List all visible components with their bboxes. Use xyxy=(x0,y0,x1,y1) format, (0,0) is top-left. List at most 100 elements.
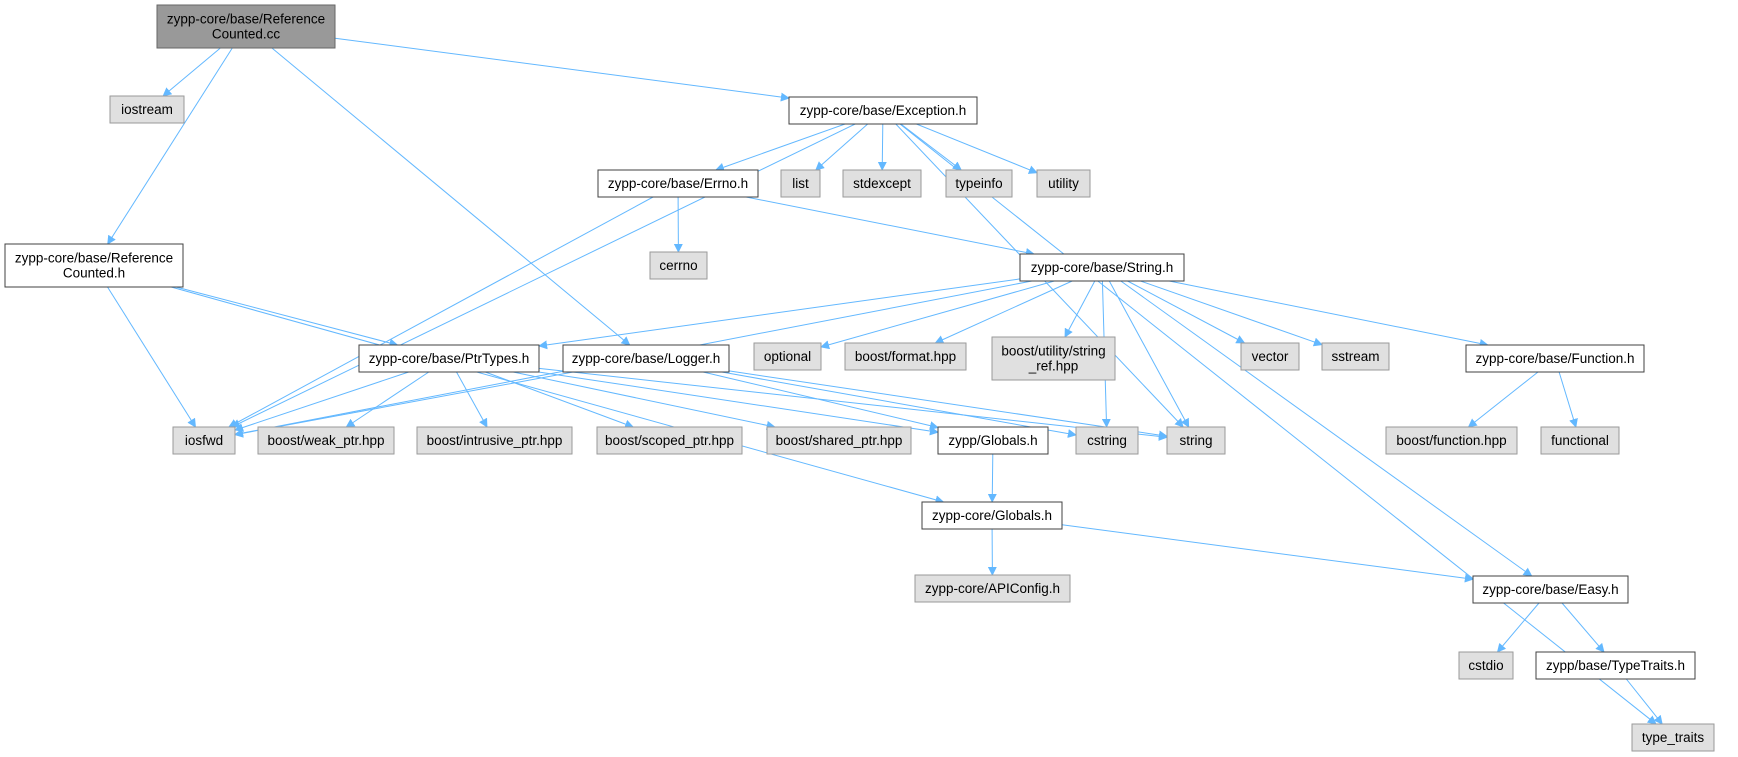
node-label: functional xyxy=(1551,433,1609,448)
edge-string_h-to-boost_format xyxy=(934,280,1073,344)
node-boost-string-ref: boost/utility/string_ref.hpp xyxy=(991,336,1116,381)
node-list: list xyxy=(780,169,821,198)
node-cstdio: cstdio xyxy=(1458,651,1514,680)
edge-ptrtypes_h-to-boost_scoped_ptr xyxy=(485,371,635,429)
edge-errno_h-to-string_h xyxy=(746,196,1035,257)
edge-string_h-to-boost_string_ref xyxy=(1064,280,1096,338)
node-iostream: iostream xyxy=(109,95,185,124)
node-label: optional xyxy=(764,349,811,364)
node-label: list xyxy=(792,176,809,191)
edge-exception_h-to-list xyxy=(815,123,869,171)
node-label: boost/scoped_ptr.hpp xyxy=(605,433,734,448)
edge-ptrtypes_h-to-boost_shared_ptr xyxy=(513,371,776,430)
edge-function_h-to-functional xyxy=(1558,371,1578,428)
node-function-h[interactable]: zypp-core/base/Function.h xyxy=(1465,344,1645,373)
node-box xyxy=(1385,426,1518,455)
edge-ptrtypes_h-to-boost_weak_ptr xyxy=(345,371,430,428)
edge-refcounted_cc-to-iostream xyxy=(162,47,221,97)
node-box xyxy=(1535,651,1696,680)
node-box xyxy=(1540,426,1620,455)
node-label: typeinfo xyxy=(955,176,1002,191)
node-label: zypp-core/base/Exception.h xyxy=(800,103,967,118)
node-label: zypp-core/base/Errno.h xyxy=(608,176,748,191)
node-label: zypp-core/base/String.h xyxy=(1031,260,1174,275)
node-label: stdexcept xyxy=(853,176,911,191)
edge-ptrtypes_h-to-string xyxy=(538,367,1168,441)
node-logger-h[interactable]: zypp-core/base/Logger.h xyxy=(562,344,730,373)
edge-string_h-to-function_h xyxy=(1169,280,1489,348)
node-box xyxy=(562,344,730,373)
edge-ptrtypes_h-to-zypp_globals_h xyxy=(538,371,939,436)
edge-exception_h-to-typeinfo xyxy=(900,123,962,171)
edge-logger_h-to-cstring xyxy=(721,371,1077,439)
node-box xyxy=(921,501,1063,530)
node-box xyxy=(937,426,1049,455)
node-cerrno: cerrno xyxy=(649,251,708,280)
node-box xyxy=(1240,342,1300,371)
node-vector: vector xyxy=(1240,342,1300,371)
node-box xyxy=(766,426,912,455)
node-zypp-globals-h[interactable]: zypp/Globals.h xyxy=(937,426,1049,455)
node-label: boost/format.hpp xyxy=(855,349,956,364)
node-string-h[interactable]: zypp-core/base/String.h xyxy=(1019,253,1185,282)
node-box xyxy=(257,426,395,455)
node-exception-h[interactable]: zypp-core/base/Exception.h xyxy=(788,96,978,125)
edge-refcounted_h-to-iosfwd xyxy=(107,286,196,428)
node-box xyxy=(1036,169,1091,198)
node-box xyxy=(109,95,185,124)
edge-easy_h-to-typetraits_h xyxy=(1561,602,1605,653)
node-label: Counted.cc xyxy=(212,27,281,42)
node-label: boost/weak_ptr.hpp xyxy=(267,433,384,448)
node-errno-h[interactable]: zypp-core/base/Errno.h xyxy=(597,169,759,198)
node-label: zypp-core/base/Logger.h xyxy=(572,351,721,366)
node-box xyxy=(1465,344,1645,373)
node-typetraits-h[interactable]: zypp/base/TypeTraits.h xyxy=(1535,651,1696,680)
node-box xyxy=(844,342,967,371)
node-box xyxy=(1019,253,1185,282)
node-boost-weak-ptr: boost/weak_ptr.hpp xyxy=(257,426,395,455)
node-boost-shared-ptr: boost/shared_ptr.hpp xyxy=(766,426,912,455)
node-label: zypp-core/base/PtrTypes.h xyxy=(369,351,530,366)
node-label: cstring xyxy=(1087,433,1127,448)
edge-errno_h-to-iosfwd xyxy=(228,196,654,428)
node-sstream: sstream xyxy=(1321,342,1390,371)
node-box xyxy=(1166,426,1226,455)
node-label: type_traits xyxy=(1642,730,1705,745)
node-label: Counted.h xyxy=(63,266,125,281)
node-box xyxy=(156,4,336,49)
node-label: zypp-core/APIConfig.h xyxy=(925,581,1060,596)
node-label: boost/utility/string xyxy=(1001,344,1105,359)
edge-core_globals_h-to-easy_h xyxy=(1061,524,1474,583)
node-boost-scoped-ptr: boost/scoped_ptr.hpp xyxy=(596,426,743,455)
node-label: zypp-core/Globals.h xyxy=(932,508,1052,523)
node-label: zypp-core/base/Reference xyxy=(167,12,325,27)
node-string: string xyxy=(1166,426,1226,455)
node-label: cerrno xyxy=(659,258,697,273)
edge-logger_h-to-zypp_globals_h xyxy=(702,371,939,431)
edge-string_h-to-string xyxy=(1108,280,1190,428)
node-box xyxy=(649,251,708,280)
node-stdexcept: stdexcept xyxy=(842,169,922,198)
node-label: utility xyxy=(1048,176,1079,191)
edge-easy_h-to-cstdio xyxy=(1496,602,1540,653)
edge-string_h-to-optional xyxy=(820,280,1055,350)
node-label: zypp-core/base/Easy.h xyxy=(1482,582,1618,597)
node-boost-format: boost/format.hpp xyxy=(844,342,967,371)
node-ptrtypes-h[interactable]: zypp-core/base/PtrTypes.h xyxy=(358,344,540,373)
node-box xyxy=(1458,651,1514,680)
node-core-globals-h[interactable]: zypp-core/Globals.h xyxy=(921,501,1063,530)
node-easy-h[interactable]: zypp-core/base/Easy.h xyxy=(1472,575,1629,604)
node-functional: functional xyxy=(1540,426,1620,455)
edge-string_h-to-vector xyxy=(1127,280,1246,344)
node-label: vector xyxy=(1252,349,1289,364)
edge-zypp_globals_h-to-core_globals_h xyxy=(987,453,997,503)
node-label: iostream xyxy=(121,102,173,117)
edge-exception_h-to-errno_h xyxy=(715,123,846,172)
edge-exception_h-to-stdexcept xyxy=(877,123,887,171)
node-box xyxy=(945,169,1013,198)
node-utility: utility xyxy=(1036,169,1091,198)
node-label: zypp/base/TypeTraits.h xyxy=(1546,658,1685,673)
